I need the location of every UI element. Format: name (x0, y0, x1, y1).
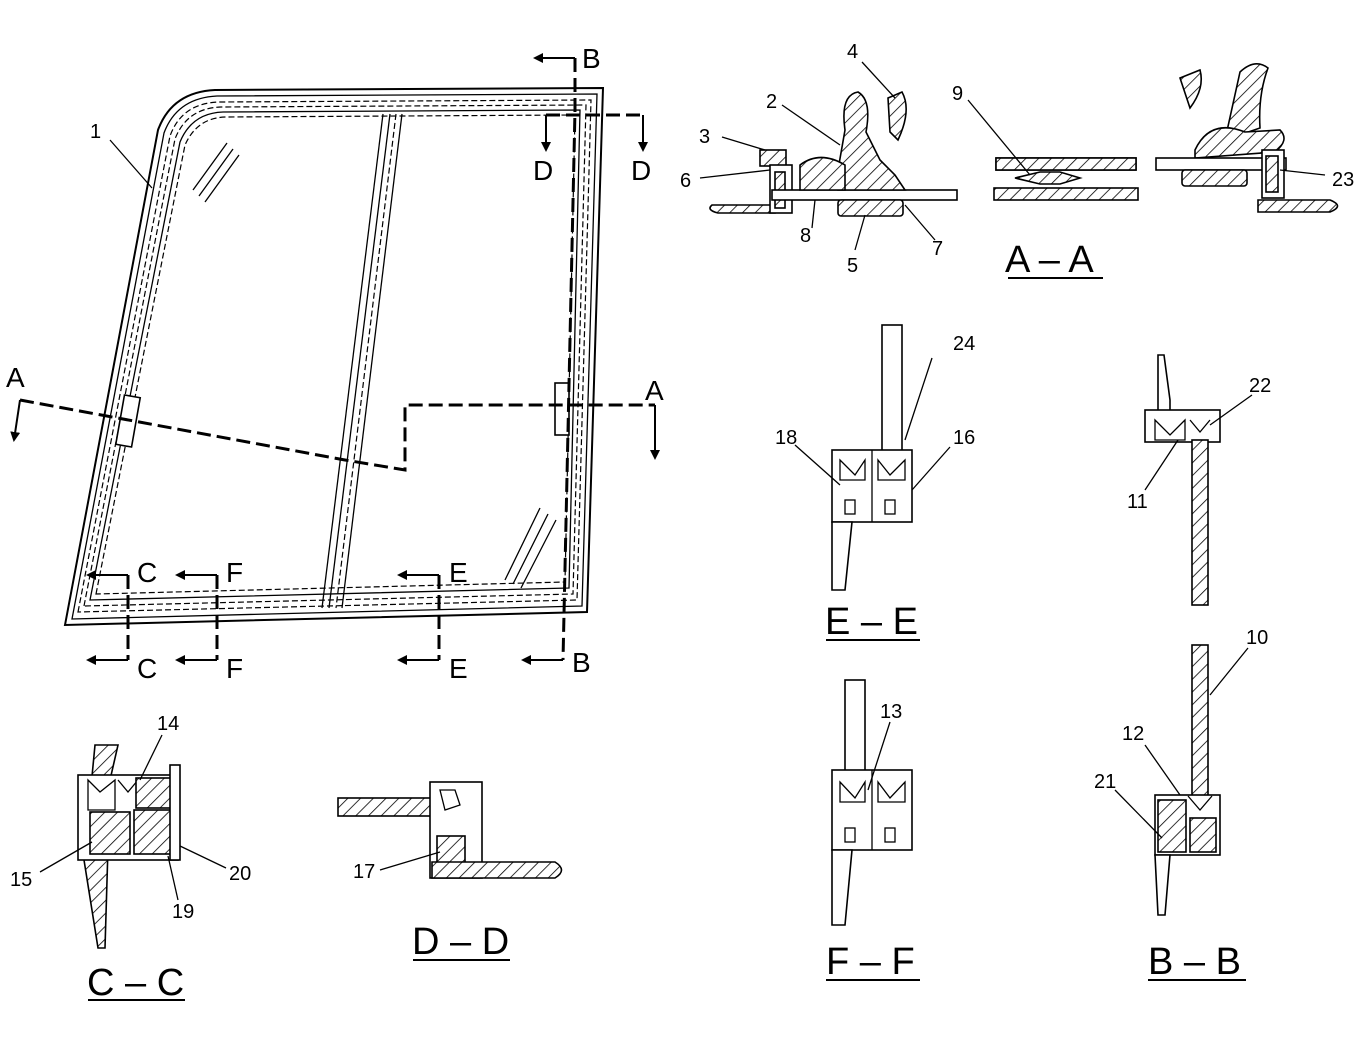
callout-24: 24 (953, 333, 975, 355)
cut-letter-d-right: D (631, 155, 651, 186)
section-cut-lines (10, 53, 660, 665)
callout-4: 4 (847, 41, 858, 63)
callout-17: 17 (353, 861, 375, 883)
section-title-b-b: B – B (1148, 941, 1241, 983)
section-title-c-c: C – C (87, 962, 184, 1004)
section-title-d-d: D – D (412, 921, 509, 963)
cut-letter-d-left: D (533, 155, 553, 186)
cut-letter-a-right: A (645, 375, 664, 406)
callout-6: 6 (680, 170, 691, 192)
callout-20: 20 (229, 863, 251, 885)
callout-21: 21 (1094, 771, 1116, 793)
cut-letter-b-top: B (582, 43, 601, 74)
section-title-a-a: A – A (1005, 239, 1094, 281)
cut-letter-b-bottom: B (572, 647, 591, 678)
callout-11: 11 (1127, 491, 1148, 513)
callout-23: 23 (1332, 169, 1354, 191)
callout-19: 19 (172, 901, 194, 923)
callout-2: 2 (766, 91, 777, 113)
cut-letter-c-bottom: C (137, 653, 157, 684)
callout-14: 14 (157, 713, 179, 735)
callout-3: 3 (699, 126, 710, 148)
callout-10: 10 (1246, 627, 1268, 649)
section-c-c (39, 734, 227, 1001)
callout-5: 5 (847, 255, 858, 277)
cut-letter-c-top: C (137, 557, 157, 588)
callout-22: 22 (1249, 375, 1271, 397)
section-b-b-lower (1114, 644, 1249, 981)
cut-letter-f-bottom: F (226, 653, 243, 684)
cut-letter-a-left: A (6, 362, 25, 393)
callout-8: 8 (800, 225, 811, 247)
label-1: 1 (90, 121, 101, 143)
callout-12: 12 (1122, 723, 1144, 745)
section-d-d (337, 781, 563, 961)
section-f-f (826, 679, 920, 981)
cut-letter-f-top: F (226, 557, 243, 588)
section-title-e-e: E – E (825, 601, 918, 643)
section-title-f-f: F – F (826, 941, 915, 983)
callout-7: 7 (932, 238, 943, 260)
callout-15: 15 (10, 869, 32, 891)
section-b-b-upper (1144, 354, 1253, 606)
section-a-a (699, 61, 1339, 279)
section-e-e (794, 324, 951, 641)
callout-13: 13 (880, 701, 902, 723)
window-front-view (63, 86, 605, 627)
callout-18: 18 (775, 427, 797, 449)
cut-letter-e-bottom: E (449, 653, 468, 684)
leader-1 (109, 139, 153, 189)
callout-9: 9 (952, 83, 963, 105)
callout-16: 16 (953, 427, 975, 449)
cut-letter-e-top: E (449, 557, 468, 588)
